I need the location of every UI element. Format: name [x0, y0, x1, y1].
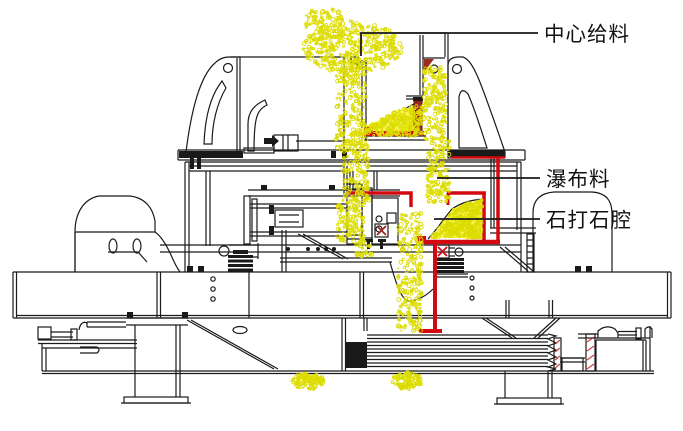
- label-rock-on-rock-chamber: 石打石腔: [546, 209, 632, 232]
- callouts: 中心给料 瀑布料 石打石腔: [360, 23, 632, 232]
- leader-center-feed: [360, 32, 538, 56]
- label-waterfall-feed: 瀑布料: [546, 168, 611, 191]
- rotor-assembly: [160, 183, 521, 331]
- right-motor: [532, 191, 613, 272]
- material-particles: [290, 7, 485, 392]
- main-beam: [12, 266, 672, 319]
- label-center-feed: 中心给料: [544, 23, 630, 46]
- left-motor: [74, 195, 181, 273]
- base-frame: [37, 312, 654, 405]
